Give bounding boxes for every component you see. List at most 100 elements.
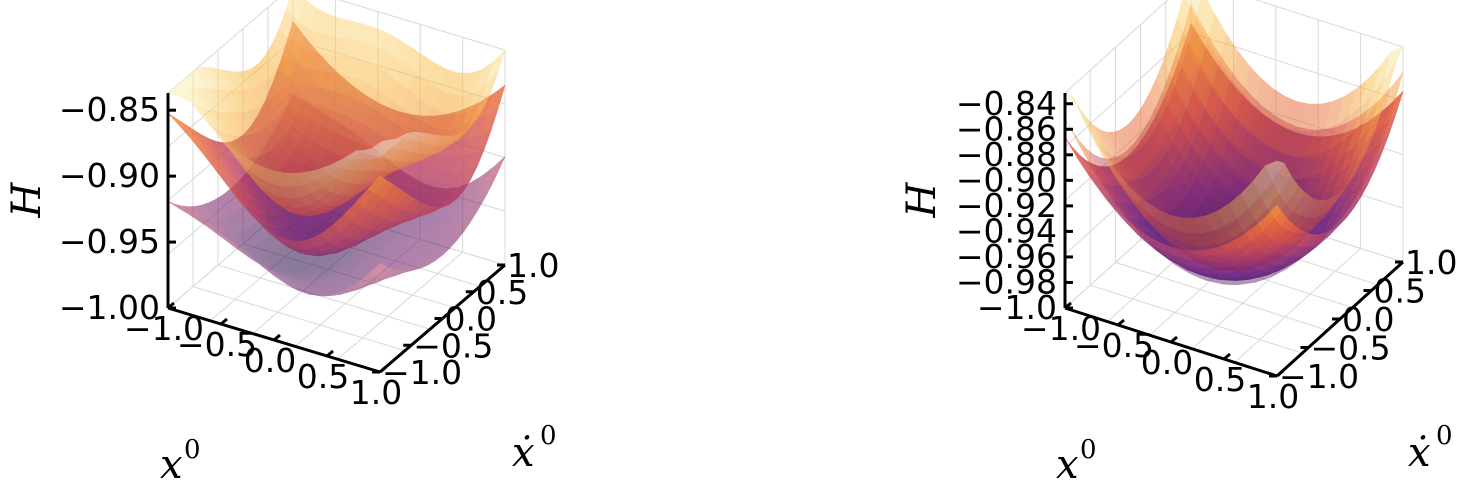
x-tick [1117, 318, 1125, 327]
grid-line [1115, 261, 1328, 331]
x-tick [1276, 369, 1284, 378]
x-tick [379, 365, 387, 374]
y-tick-label: −0.5 [1311, 329, 1391, 368]
x-axis-label-superscript: 0 [184, 435, 201, 465]
y-tick-label: 0.5 [1374, 272, 1426, 311]
x-tick-label: 1.0 [1247, 377, 1299, 416]
y-tick-label: 1.0 [507, 246, 559, 285]
surface-patch [367, 147, 388, 158]
surface-patch [1248, 277, 1268, 284]
x-tick [1223, 352, 1231, 361]
surface-patch [1064, 118, 1085, 154]
surface-patch [1264, 160, 1285, 182]
x-tick-label: 1.0 [350, 373, 402, 412]
surface-patch [1064, 137, 1085, 167]
y-tick-label: 0.0 [1342, 300, 1394, 339]
z-tick-label: −0.94 [956, 211, 1057, 250]
x-tick-label: 0.0 [244, 341, 296, 380]
z-tick-label: −1.00 [59, 288, 160, 327]
surface-3 [1064, 0, 1404, 271]
surface-patch [1266, 268, 1287, 279]
surface-patch [1262, 269, 1282, 280]
z-tick-label: −0.84 [956, 84, 1057, 123]
surface-patch [486, 156, 506, 182]
surface-patch [367, 263, 388, 277]
surfaces [1064, 0, 1404, 286]
y-tick-label: 0.0 [445, 300, 497, 339]
right-surface-plot: −1.0−0.98−0.96−0.94−0.92−0.90−0.88−0.86−… [899, 0, 1457, 488]
x-tick-label: 0.5 [1194, 360, 1246, 399]
x-tick-label: −1.0 [124, 309, 204, 348]
y-tick-label: −1.0 [382, 353, 462, 392]
y-tick-label: 0.5 [476, 273, 528, 312]
y-axis-label-superscript: 0 [1436, 421, 1453, 451]
x-tick-label: −1.0 [1021, 309, 1101, 348]
z-axis-label: H [4, 181, 50, 218]
x-axis-label: x [1056, 442, 1079, 488]
surface-patch [1259, 271, 1280, 280]
z-tick-labels: −1.00 −0.95 −0.90 −0.85 [59, 90, 176, 327]
surface-patch [1198, 276, 1218, 284]
surface-patch [1205, 279, 1225, 285]
x-tick [167, 301, 175, 310]
surfaces [167, 0, 506, 297]
surface-patch [1078, 107, 1099, 143]
grid-line [1090, 284, 1303, 354]
surface-patch [1217, 282, 1237, 285]
x-tick [220, 317, 228, 326]
y-axis-label: ẋ [512, 430, 535, 476]
y-tick-labels: −1.0−0.50.00.51.0 [1269, 243, 1457, 396]
surface-patch [1273, 263, 1294, 276]
x-axis-label: x [160, 442, 183, 488]
grid-line [1234, 248, 1361, 363]
y-axis-label: ẋ [1408, 430, 1431, 476]
z-tick-label: −0.90 [59, 156, 160, 195]
surface-patch [1212, 280, 1232, 285]
y-axis-label-superscript: 0 [540, 421, 557, 451]
grid-line [167, 0, 506, 94]
surface-patch [1064, 92, 1085, 121]
surface-patch [1194, 275, 1214, 282]
x-tick-label: 0.0 [1141, 343, 1193, 382]
z-tick-label: −0.96 [956, 237, 1057, 276]
surface-patch [1175, 264, 1195, 276]
x-tick [273, 333, 281, 342]
z-tick-label: −0.98 [956, 262, 1057, 301]
y-tick-label: 1.0 [1405, 243, 1457, 282]
x-tick-label: −0.5 [1074, 326, 1154, 365]
surface-patch [1236, 281, 1256, 285]
x-tick [326, 349, 334, 358]
z-tick-label: −0.92 [956, 186, 1057, 225]
y-tick-label: −1.0 [1279, 357, 1359, 396]
surface-patch [1229, 281, 1249, 286]
x-axis-label-superscript: 0 [1080, 435, 1097, 465]
y-tick-label: −0.5 [413, 326, 493, 365]
grid-line [337, 251, 463, 360]
x-tick [1064, 301, 1072, 310]
surface-patch [167, 112, 187, 131]
surface-3 [167, 0, 506, 217]
grid-line [192, 286, 406, 352]
z-tick-label: −0.85 [59, 90, 160, 129]
surface-patch [1210, 279, 1230, 284]
y-tick-labels: −1.0−0.50.00.51.0 [372, 246, 559, 392]
z-axis-label: H [899, 181, 945, 218]
surface-patch [1231, 279, 1251, 285]
z-tick-label: −0.88 [956, 135, 1057, 174]
surface-patch [1187, 271, 1207, 281]
x-tick-label: −0.5 [177, 325, 257, 364]
z-tick-label: −0.95 [59, 222, 160, 261]
surface-patch [1255, 274, 1275, 283]
z-tick-label: −0.90 [956, 160, 1057, 199]
surface-patch [1243, 278, 1263, 285]
z-tick-label: −0.86 [956, 109, 1057, 148]
surface-patch [1224, 283, 1244, 286]
grid-line [217, 264, 431, 330]
x-tick [1170, 335, 1178, 344]
grid-line [1064, 0, 1404, 94]
z-tick-label: −1.0 [977, 288, 1057, 327]
